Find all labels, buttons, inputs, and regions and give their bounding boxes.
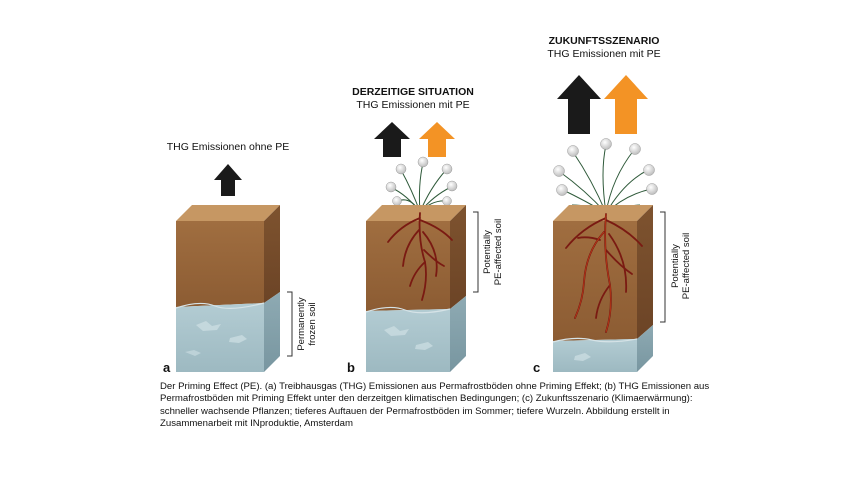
affected-soil-bracket [473, 211, 479, 293]
soil-block-a [175, 205, 280, 372]
panel-c: ZUKUNFTSSZENARIO THG Emissionen mit PE [533, 35, 692, 375]
plant-c-icon [553, 138, 658, 214]
ghg-arrow-black-icon [374, 122, 410, 157]
frozen-soil-bracket [287, 291, 293, 357]
panel-c-letter: c [533, 360, 540, 375]
soil-block-b [365, 205, 466, 372]
ghg-arrow-orange-icon [604, 75, 648, 134]
panel-b-side-label-1: Potentially [482, 230, 493, 274]
figure-caption: Der Priming Effect (PE). (a) Treibhausga… [160, 381, 710, 430]
panel-a-side-label-1: Permanently [296, 297, 307, 351]
panel-c-header-subtitle: THG Emissionen mit PE [547, 48, 660, 60]
panel-b: DERZEITIGE SITUATION THG Emissionen mit … [347, 86, 504, 375]
panel-a-header: THG Emissionen ohne PE [167, 141, 290, 153]
panel-b-header-title: DERZEITIGE SITUATION [352, 86, 474, 98]
ghg-arrow-black-icon [214, 164, 242, 196]
affected-soil-bracket [660, 211, 666, 323]
panel-a: THG Emissionen ohne PE Permanently froze… [163, 141, 318, 375]
roots-b [387, 212, 453, 301]
ghg-arrow-black-icon [557, 75, 601, 134]
panel-b-header-subtitle: THG Emissionen mit PE [356, 99, 469, 111]
soil-block-c [552, 205, 653, 372]
panel-c-side-label-2: PE-affected soil [681, 233, 692, 299]
panel-c-header-title: ZUKUNFTSSZENARIO [549, 35, 660, 47]
panel-c-side-label-1: Potentially [670, 244, 681, 288]
panel-a-letter: a [163, 360, 171, 375]
plant-b-icon [385, 156, 458, 213]
panel-b-letter: b [347, 360, 355, 375]
panel-a-side-label-2: frozen soil [307, 302, 318, 345]
roots-c-highlight [574, 213, 612, 333]
ghg-arrow-orange-icon [419, 122, 455, 157]
panel-b-side-label-2: PE-affected soil [493, 219, 504, 285]
